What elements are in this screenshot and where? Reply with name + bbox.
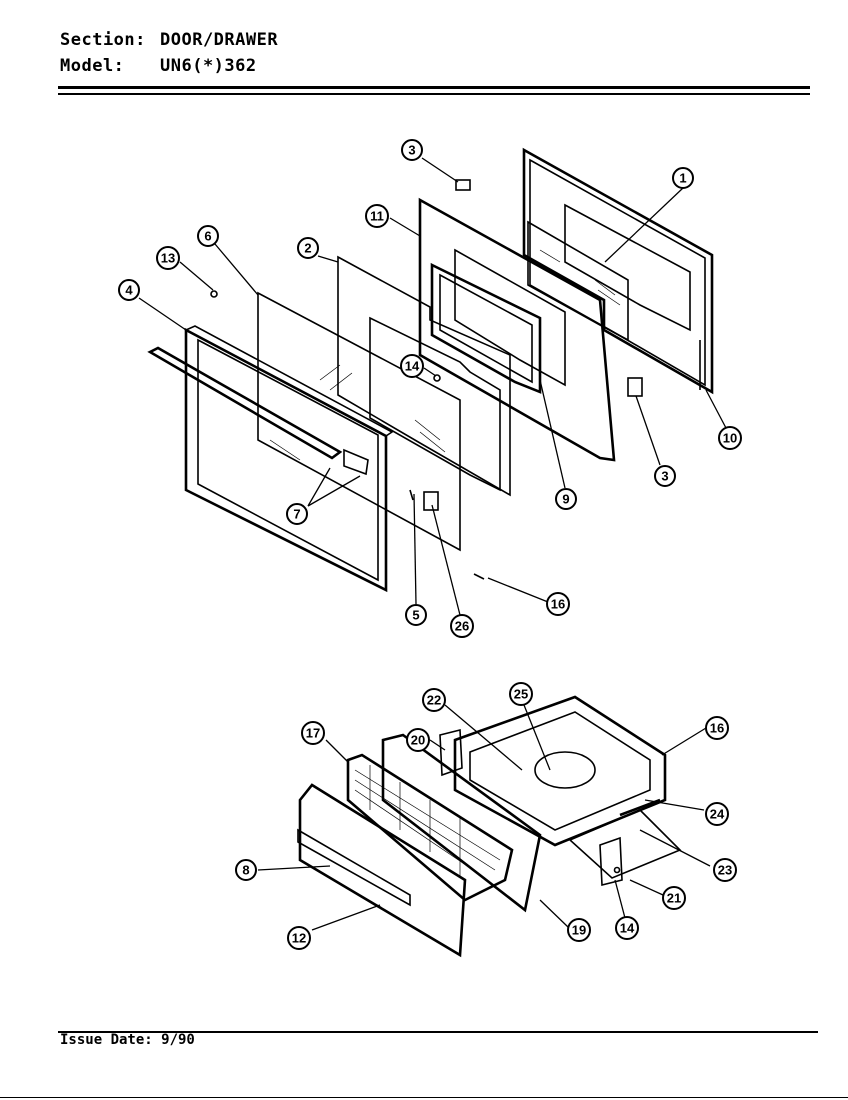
model-value: UN6(*)362 <box>160 56 257 76</box>
svg-text:13: 13 <box>161 251 175 266</box>
svg-text:11: 11 <box>370 209 384 224</box>
svg-text:19: 19 <box>572 923 586 938</box>
callout-22: 22 <box>422 688 446 712</box>
section-value: DOOR/DRAWER <box>160 30 279 50</box>
part-label-26 <box>423 491 439 511</box>
part-screw-13 <box>210 290 218 298</box>
svg-text:14: 14 <box>620 921 635 936</box>
callout-6: 6 <box>197 225 219 247</box>
svg-text:4: 4 <box>125 283 133 298</box>
callout-19: 19 <box>567 918 591 942</box>
svg-text:16: 16 <box>551 597 565 612</box>
part-rail-24 <box>619 798 661 817</box>
svg-text:5: 5 <box>412 608 419 623</box>
callout-8: 8 <box>235 859 257 881</box>
svg-text:10: 10 <box>723 431 737 446</box>
part-door-panel <box>418 197 616 462</box>
page-bottom-rule <box>0 1097 848 1098</box>
svg-text:12: 12 <box>292 931 306 946</box>
svg-text:24: 24 <box>710 807 725 822</box>
part-insulation-panel <box>337 255 511 497</box>
svg-text:16: 16 <box>710 721 724 736</box>
part-clip-16 <box>473 573 485 580</box>
issue-date: Issue Date: 9/90 <box>60 1032 195 1048</box>
callout-9: 9 <box>555 488 577 510</box>
part-window-frame <box>430 262 542 394</box>
part-inner-door-liner <box>522 147 714 395</box>
callout-16-door: 16 <box>546 592 570 616</box>
callout-7: 7 <box>286 503 308 525</box>
callout-1: 1 <box>672 167 694 189</box>
callout-24: 24 <box>705 802 729 826</box>
svg-text:7: 7 <box>293 507 300 522</box>
part-drawer-insulation <box>346 753 514 902</box>
part-drawer-liner <box>381 728 542 913</box>
model-label: Model: <box>60 56 125 76</box>
callout-16-drawer: 16 <box>705 716 729 740</box>
svg-text:3: 3 <box>661 469 668 484</box>
svg-text:14: 14 <box>405 359 420 374</box>
callout-23: 23 <box>713 858 737 882</box>
part-screw-14 <box>433 374 441 382</box>
section-label: Section: <box>60 30 146 50</box>
callout-10: 10 <box>718 426 742 450</box>
callout-3-top: 3 <box>401 139 423 161</box>
part-door-handle <box>147 346 369 476</box>
svg-text:3: 3 <box>408 143 415 158</box>
callout-13: 13 <box>156 246 180 270</box>
callout-3-bottom: 3 <box>654 465 676 487</box>
callout-11: 11 <box>365 204 389 228</box>
svg-text:1: 1 <box>679 171 686 186</box>
footer-rule <box>58 1031 818 1033</box>
callout-2: 2 <box>297 237 319 259</box>
section-line: Section: DOOR/DRAWER <box>60 30 278 50</box>
svg-text:9: 9 <box>562 492 569 507</box>
callout-20: 20 <box>406 728 430 752</box>
svg-text:21: 21 <box>667 891 681 906</box>
callout-25: 25 <box>509 682 533 706</box>
part-outer-glass <box>257 291 461 552</box>
header-rule-bottom <box>58 93 810 95</box>
header-rule-top <box>58 86 810 89</box>
svg-text:20: 20 <box>411 733 425 748</box>
callout-21: 21 <box>662 886 686 910</box>
part-drawer-bracket <box>599 836 623 887</box>
part-clip-5 <box>409 489 414 501</box>
part-hinge-clip-bottom <box>627 377 643 397</box>
svg-text:23: 23 <box>718 863 732 878</box>
svg-text:8: 8 <box>242 863 249 878</box>
part-hinge-clip-top <box>455 179 471 191</box>
part-window-glass <box>527 220 629 342</box>
part-drawer-front <box>297 783 467 958</box>
callout-5: 5 <box>405 604 427 626</box>
callout-12: 12 <box>287 926 311 950</box>
svg-text:17: 17 <box>306 726 320 741</box>
callout-14-drawer: 14 <box>615 916 639 940</box>
svg-text:26: 26 <box>455 619 469 634</box>
callout-14-door: 14 <box>400 354 424 378</box>
callout-26: 26 <box>450 614 474 638</box>
part-bracket-23 <box>568 809 682 879</box>
callout-17: 17 <box>301 721 325 745</box>
svg-text:2: 2 <box>304 241 311 256</box>
model-line: Model: UN6(*)362 <box>60 56 257 76</box>
svg-text:6: 6 <box>204 229 211 244</box>
svg-text:25: 25 <box>514 687 528 702</box>
svg-text:22: 22 <box>427 693 441 708</box>
part-drawer-tray <box>453 695 667 847</box>
leader-lines <box>138 157 727 931</box>
callout-4: 4 <box>118 279 140 301</box>
part-outer-door-frame <box>184 325 394 593</box>
